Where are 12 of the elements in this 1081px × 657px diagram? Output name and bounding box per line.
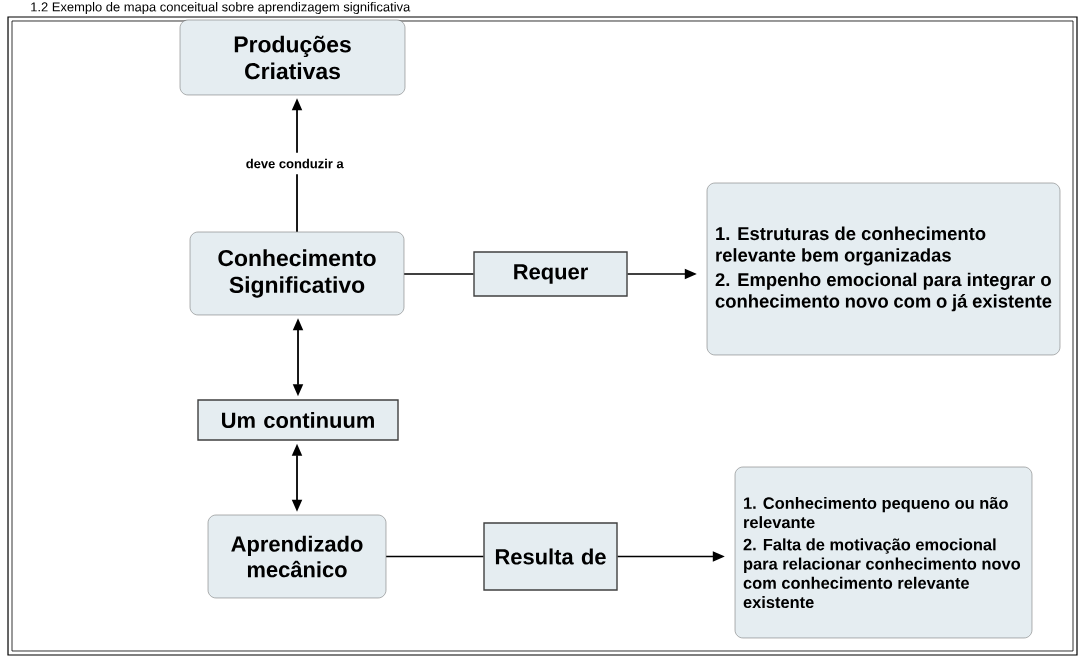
figure-title: 1.2 Exemplo de mapa conceitual sobre aprendizagem significativa: [31, 1, 411, 15]
connector-line: [403, 273, 474, 275]
concept-box: 1. Estruturas de conhecimento relevante bem organizadas 2. Empenho emocional para integrar o conhecimento novo com o já existente: [706, 182, 1061, 356]
linking-box: Um continuum: [197, 399, 399, 441]
linking-box: Requer: [473, 251, 628, 297]
linking-box: Resulta de: [483, 522, 618, 591]
concept-box: 1. Conhecimento pequeno ou não relevante 2. Falta de motivação emocional para relacionar conhecimento novo com conhecimento relevante existente: [734, 466, 1033, 639]
concept-box: Produções Criativas: [179, 19, 406, 96]
concept-box: Aprendizado mecânico: [207, 514, 387, 599]
concept-box: Conhecimento Significativo: [189, 231, 405, 316]
connector-line: [385, 555, 484, 558]
edge-label: deve conduzir a: [239, 152, 350, 175]
